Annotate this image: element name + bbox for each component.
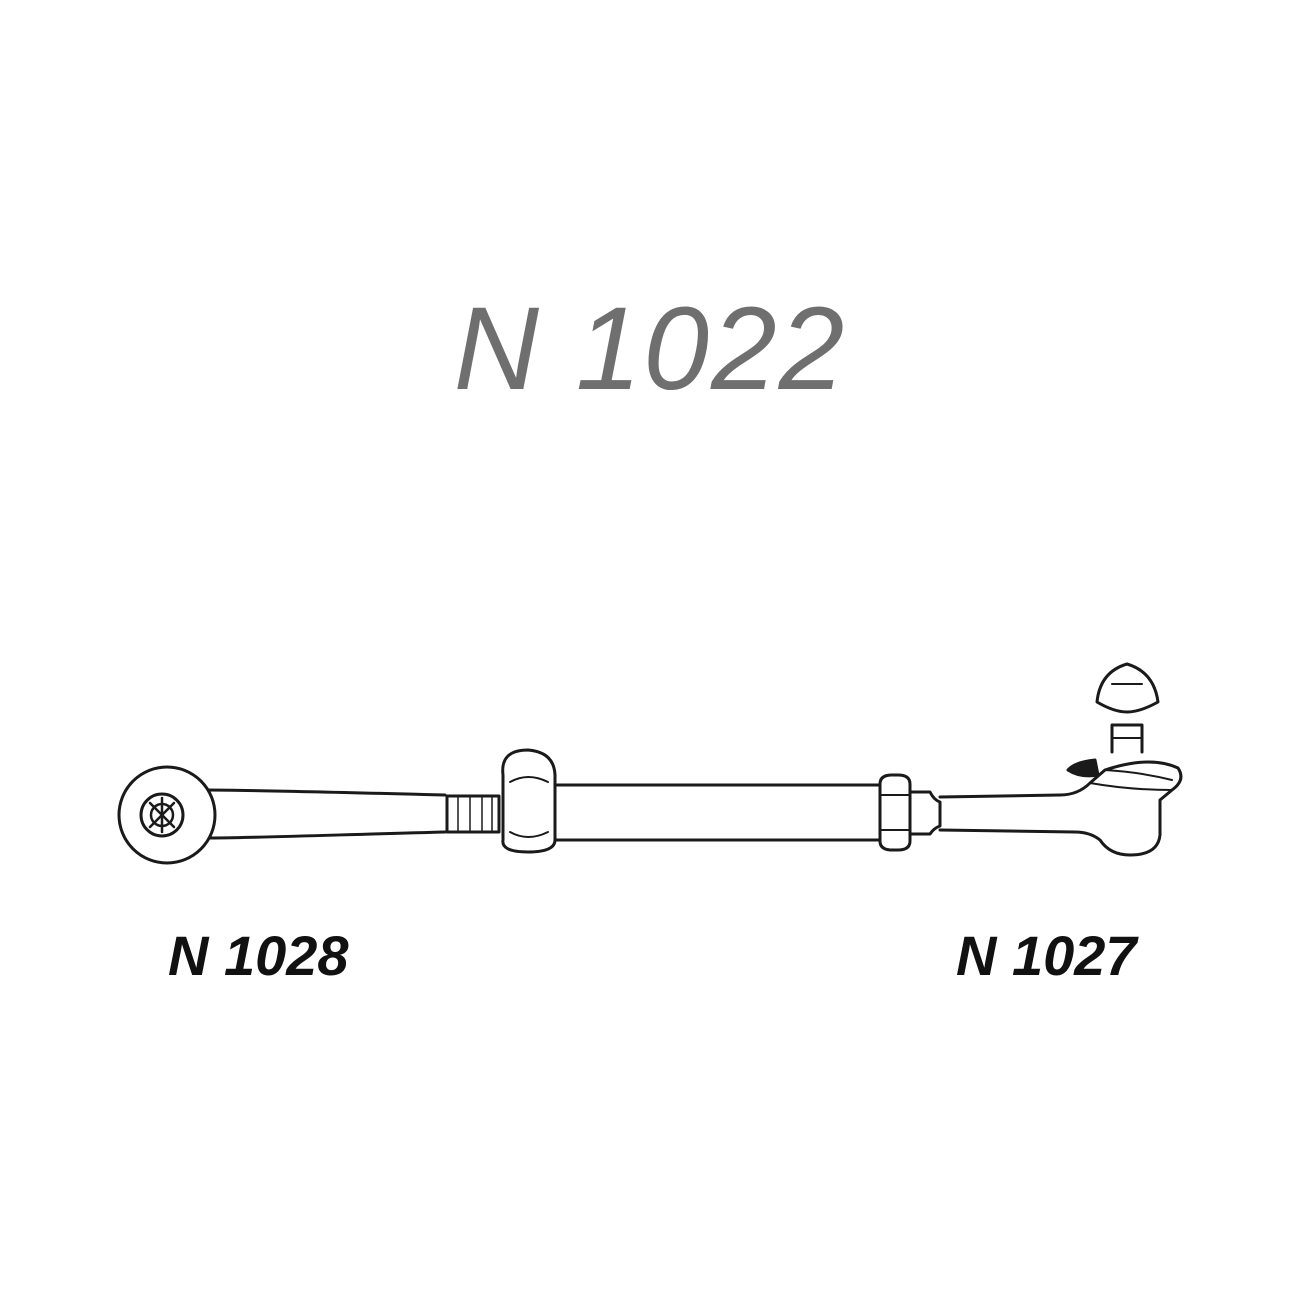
adjusting-clamp: [501, 748, 557, 854]
right-threaded-neck: [908, 790, 1077, 836]
right-ball-joint: [1058, 662, 1183, 857]
right-part-label: N 1027: [956, 924, 1137, 987]
main-tube: [553, 783, 882, 842]
left-eye-end: [117, 765, 447, 865]
left-part-label: N 1028: [168, 924, 349, 987]
lock-nut: [878, 773, 912, 852]
assembly-part-number: N 1022: [453, 283, 847, 415]
left-threaded-neck: [445, 794, 501, 834]
